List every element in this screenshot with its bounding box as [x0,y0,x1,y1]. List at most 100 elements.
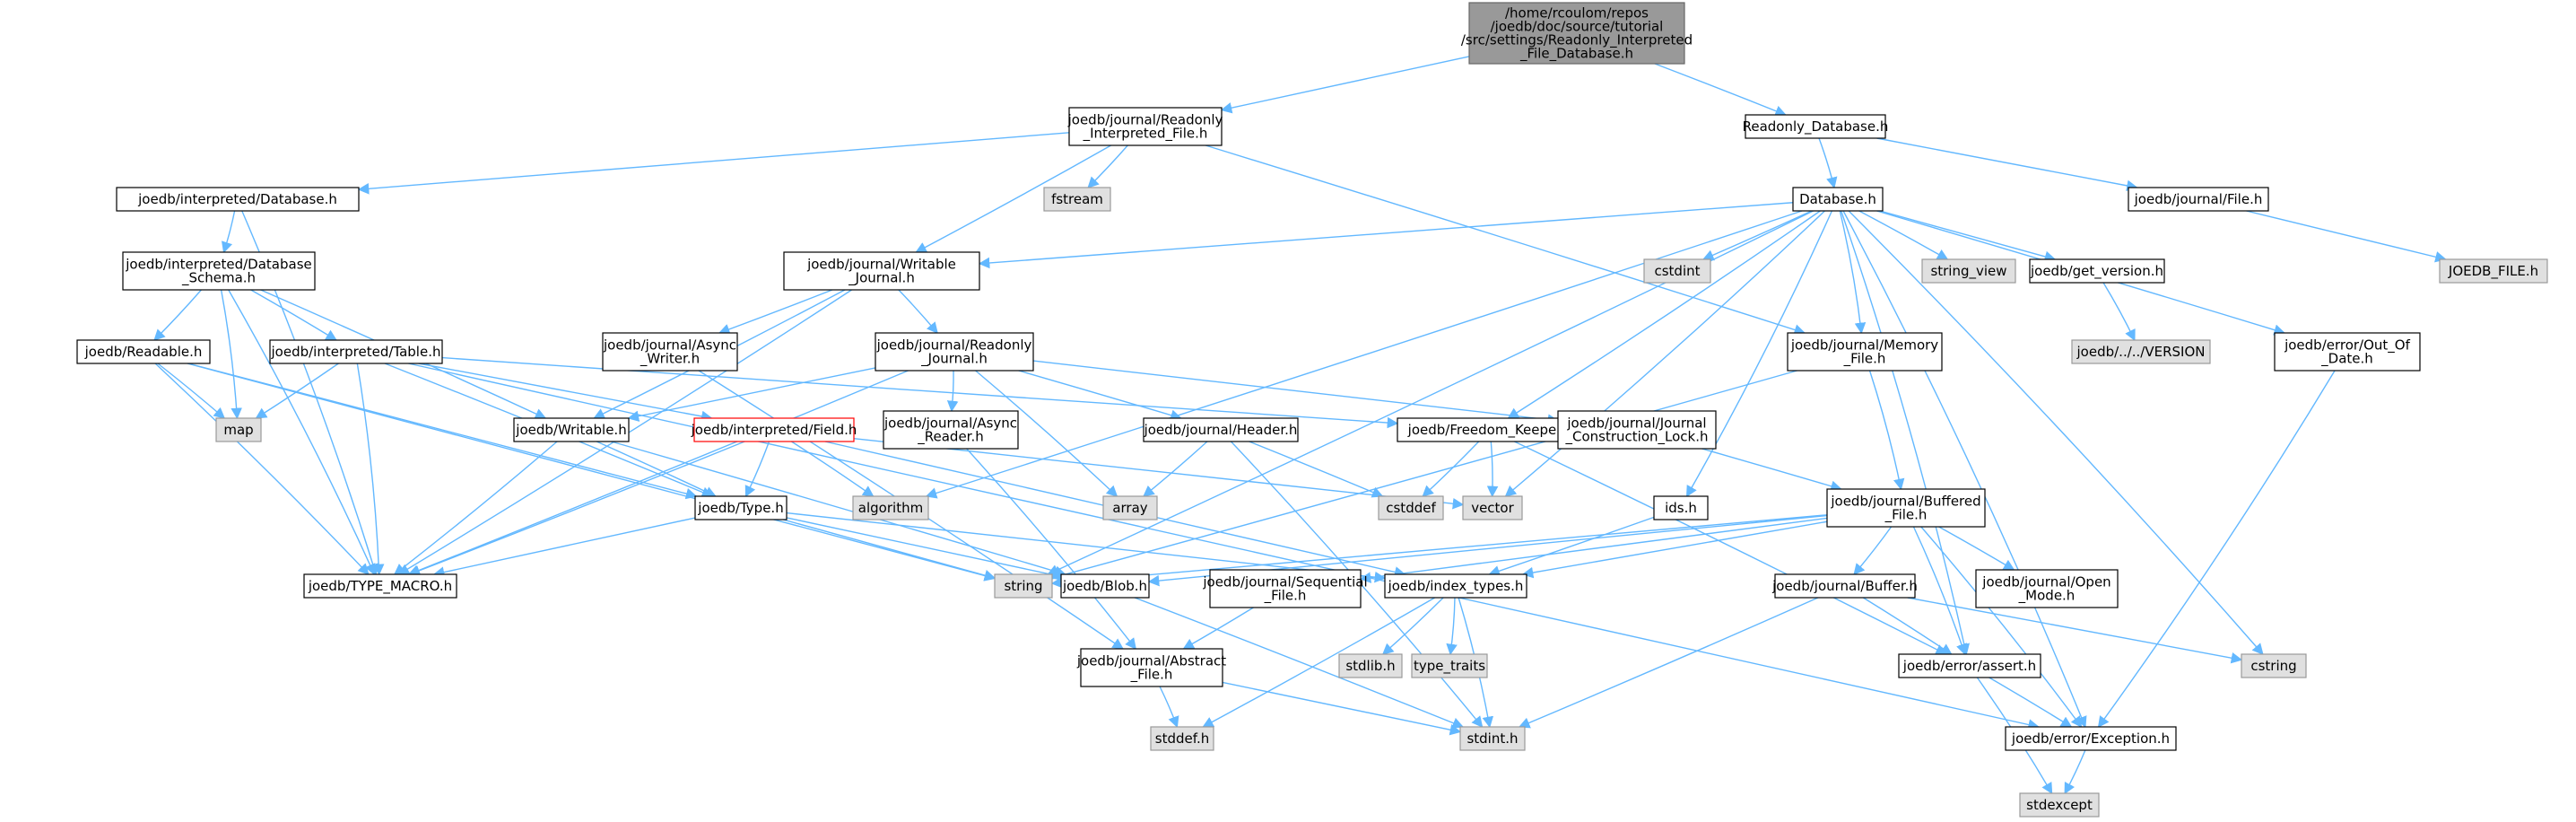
node-box [1921,258,2016,284]
node-label: /src/settings/Readonly_Interpreted [1461,32,1693,49]
node-header[interactable]: joedb/journal/Header.h [1143,417,1299,442]
dependency-edge-database-to-cstdint [1701,210,1813,261]
dependency-edge-ids-to-index_types [1488,516,1655,577]
node-label: _File.h [1264,588,1307,605]
node-label: joedb/journal/Abstract [1076,653,1226,669]
node-database[interactable]: Database.h [1792,187,1884,212]
node-label: _Interpreted_File.h [1083,126,1208,143]
node-label: joedb/Type.h [697,500,783,516]
node-box [1468,2,1685,65]
dependency-edge-writable-to-type [596,441,717,497]
dependency-edge-readonly_journal-to-type_macro [407,370,909,576]
dependency-edge-type-to-string [782,519,996,582]
node-index-types[interactable]: joedb/index_types.h [1384,573,1527,599]
dependency-edge-db_schema-to-type_macro [228,289,376,576]
node-assert[interactable]: joedb/error/assert.h [1898,653,2041,678]
node-string: string [994,573,1053,599]
node-readonly-journal[interactable]: joedb/journal/Readonly_Journal.h [875,332,1034,372]
node-blob[interactable]: joedb/Blob.h [1060,573,1150,599]
dependency-edge-db_schema-to-table [250,289,337,341]
dependency-edge-buffered_file-to-buffer [1853,526,1893,575]
node-label: JOEDB_FILE.h [2448,263,2538,280]
node-writable-journal[interactable]: joedb/journal/Writable_Journal.h [783,251,980,291]
node-box [1787,332,1943,372]
node-box [2019,792,2100,818]
node-box [303,573,457,599]
node-label: joedb/interpreted/Database [125,257,311,273]
node-cstring: cstring [2241,653,2307,678]
node-box [2029,258,2165,284]
node-box [1459,726,1526,751]
node-label: joedb/journal/Open [1981,574,2110,590]
node-sequential-file[interactable]: joedb/journal/Sequential_File.h [1202,569,1368,608]
node-interp-database[interactable]: joedb/interpreted/Database.h [116,187,360,212]
dependency-edge-readable-to-type_macro [154,363,370,575]
dependency-edge-readonly_journal-to-writable [627,367,876,422]
node-box [994,573,1053,599]
dependency-edge-buffer-to-cstring [1907,597,2243,664]
node-label: _Mode.h [2018,588,2076,605]
node-label: array [1112,500,1147,516]
node-construction-lock[interactable]: joedb/journal/Journal_Construction_Lock.… [1557,410,1717,450]
dependency-edge-buffered_file-to-assert [1912,526,1968,656]
node-label: joedb/Freedom_Keeper.h [1407,422,1574,439]
node-readable[interactable]: joedb/Readable.h [76,339,211,364]
node-ids[interactable]: ids.h [1653,495,1709,520]
node-label: joedb/journal/Memory [1790,337,1938,354]
dependency-edge-db_schema-to-readable [153,289,202,341]
node-box [1745,114,1886,139]
node-box [1898,653,2041,678]
node-abstract-file[interactable]: joedb/journal/Abstract_File.h [1076,648,1226,687]
node-db-schema[interactable]: joedb/interpreted/Database_Schema.h [122,251,316,291]
node-label: algorithm [858,500,923,516]
dependency-edge-table-to-map [255,363,339,419]
dependency-edge-header-to-cstddef [1249,441,1384,498]
node-box [1060,573,1150,599]
node-label: map [223,422,253,438]
node-memory-file[interactable]: joedb/journal/Memory_File.h [1787,332,1943,372]
node-type-macro[interactable]: joedb/TYPE_MACRO.h [303,573,457,599]
node-label: joedb/journal/Readonly [876,337,1032,354]
node-label: _Journal.h [848,270,915,287]
node-box [215,417,262,442]
node-writable[interactable]: joedb/Writable.h [513,417,630,442]
dependency-edge-root-to-ro_interp_file [1220,56,1470,114]
dependency-edge-construction_lock-to-buffered_file [1701,448,1842,492]
node-field[interactable]: joedb/interpreted/Field.h [691,417,857,442]
dependency-edge-readable-to-type [187,363,698,500]
node-box [2274,332,2421,372]
node-label: Readonly_Database.h [1743,118,1889,136]
node-label: joedb/journal/Buffer.h [1771,578,1918,594]
node-box [2005,726,2177,751]
edges-layer [153,56,2447,795]
dependency-edge-out_of_date-to-exception [2097,370,2336,729]
node-get-version[interactable]: joedb/get_version.h [2029,258,2165,284]
dependency-edge-readonly_journal-to-construction_lock [1032,360,1560,425]
node-label: joedb/Writable.h [515,422,626,438]
node-ro-database[interactable]: Readonly_Database.h [1743,114,1889,139]
node-async-reader[interactable]: joedb/journal/Async_Reader.h [883,410,1019,450]
dependency-edge-buffer-to-assert [1862,597,1953,655]
dependency-edge-readonly_journal-to-header [1018,370,1182,421]
node-exception[interactable]: joedb/error/Exception.h [2005,726,2177,751]
node-async-writer[interactable]: joedb/journal/Async_Writer.h [602,332,738,372]
node-label: joedb/journal/Buffered [1830,494,1980,510]
node-label: _File.h [1843,351,1886,368]
node-journal-file[interactable]: joedb/journal/File.h [2128,187,2269,212]
node-out-of-date[interactable]: joedb/error/Out_Of_Date.h [2274,332,2421,372]
node-open-mode[interactable]: joedb/journal/Open_Mode.h [1975,569,2119,608]
dependency-edge-get_version-to-version [2102,282,2136,342]
node-label: _Schema.h [181,270,256,287]
node-box [513,417,630,442]
node-label: joedb/journal/Async [603,337,736,354]
node-label: joedb/interpreted/Table.h [271,344,441,360]
node-freedom-keeper[interactable]: joedb/Freedom_Keeper.h [1397,417,1585,442]
node-box [1143,417,1299,442]
node-buffered-file[interactable]: joedb/journal/Buffered_File.h [1826,488,1986,528]
node-label: _File_Database.h [1519,46,1633,63]
node-type[interactable]: joedb/Type.h [694,495,788,520]
node-ro-interp-file[interactable]: joedb/journal/Readonly_Interpreted_File.… [1067,107,1223,146]
dependency-edge-database-to-writable_journal [978,202,1794,269]
node-buffer[interactable]: joedb/journal/Buffer.h [1771,573,1918,599]
node-table[interactable]: joedb/interpreted/Table.h [269,339,443,364]
